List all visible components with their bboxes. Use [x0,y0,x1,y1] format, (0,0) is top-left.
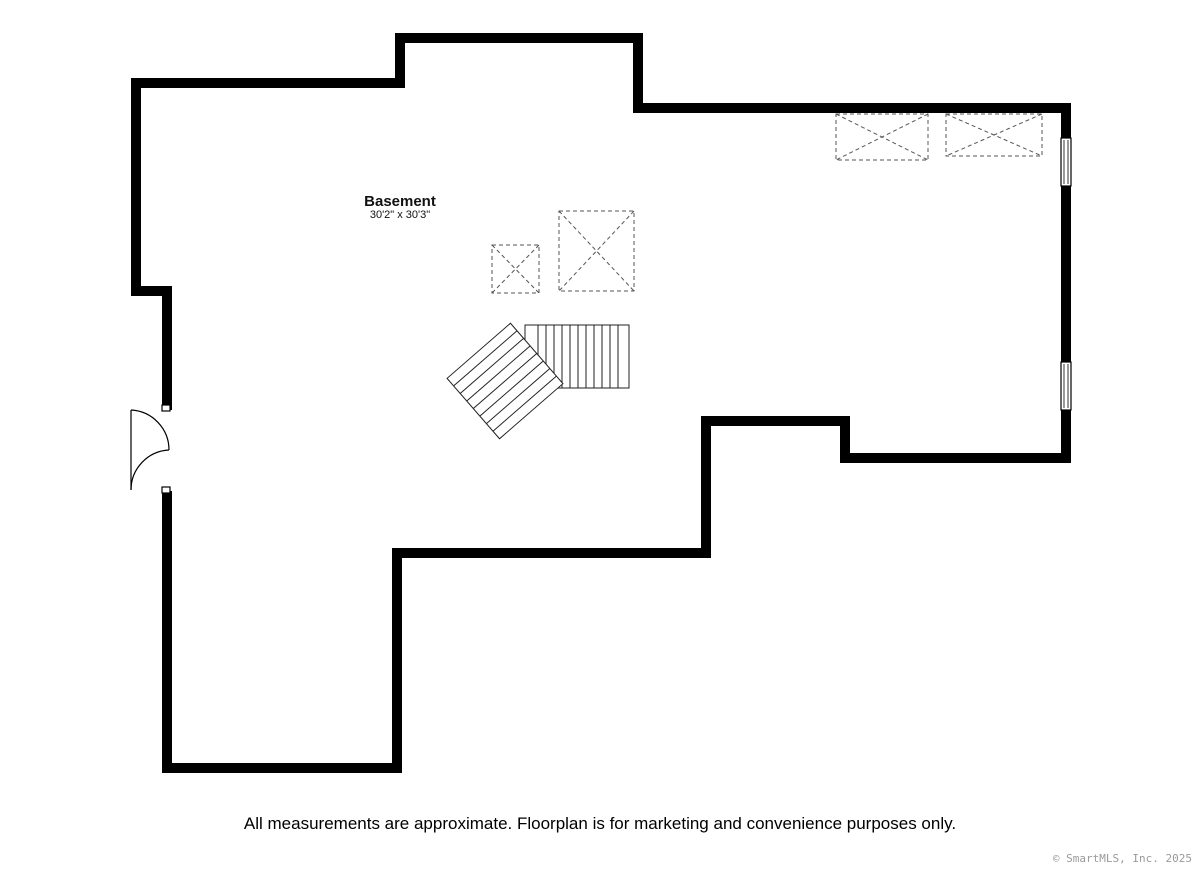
exterior-wall [162,410,1071,773]
window [1060,361,1072,411]
copyright-watermark: © SmartMLS, Inc. 2025 [1052,852,1192,865]
staircase [446,322,630,440]
exterior-wall [131,33,1071,410]
double-door [130,404,171,494]
disclaimer-text: All measurements are approximate. Floorp… [243,814,957,833]
dashed-fixture [491,244,540,294]
room-label: Basement [364,193,436,210]
dashed-fixture [835,113,929,161]
room-dimensions: 30'2" x 30'3" [369,209,431,221]
dashed-fixture [558,210,635,292]
dashed-fixture [945,113,1043,157]
window [1060,137,1072,187]
